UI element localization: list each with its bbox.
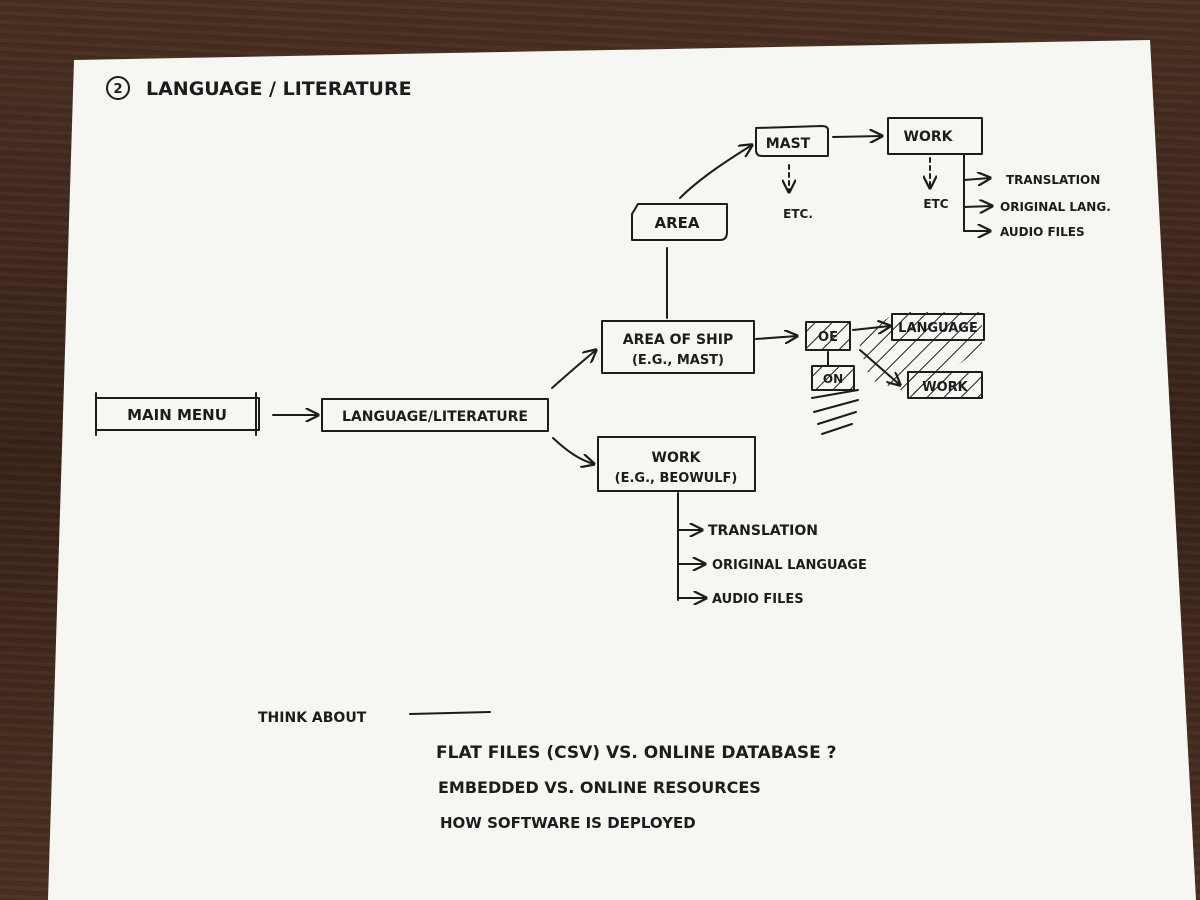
notes-heading: THINK ABOUT	[258, 710, 367, 726]
work-hatched-label: WORK	[922, 380, 968, 395]
language-literature-label: LANGUAGE/LITERATURE	[342, 409, 528, 425]
oe-label: OE	[818, 330, 838, 345]
arrow-mast-to-work	[832, 136, 882, 137]
top-work-child-original-lang: ORIGINAL LANG.	[1000, 200, 1111, 214]
arrow-top-work-translation	[963, 178, 990, 180]
area-box	[631, 203, 728, 241]
language-hatched-label: LANGUAGE	[898, 321, 978, 336]
oe-box	[805, 321, 851, 351]
top-work-label: WORK	[904, 129, 954, 145]
arrow-top-work-original-lang	[963, 206, 992, 207]
note-flat-files: FLAT FILES (CSV) VS. ONLINE DATABASE ?	[436, 743, 837, 763]
heading-title: LANGUAGE / LITERATURE	[146, 78, 412, 100]
main-menu-label: MAIN MENU	[127, 406, 227, 424]
mast-box	[755, 125, 829, 157]
on-box	[811, 365, 855, 391]
work-hatched-box	[907, 371, 983, 399]
mast-label: MAST	[766, 136, 811, 152]
note-embedded: EMBEDDED VS. ONLINE RESOURCES	[438, 778, 761, 797]
crossed-out-branch: OE ON LANGUAGE WORK	[805, 312, 985, 435]
arrow-area-of-ship-to-oe	[755, 336, 797, 339]
area-of-ship-label: AREA OF SHIP	[623, 332, 734, 348]
paper-sheet	[48, 40, 1196, 900]
arrow-area-to-mast	[679, 145, 752, 199]
on-label: ON	[823, 372, 843, 386]
top-work-etc-label: ETC	[923, 197, 948, 211]
heading-number-circle	[106, 76, 130, 100]
language-hatched-box	[891, 313, 985, 341]
work-label: WORK	[652, 450, 702, 466]
top-work-child-audio-files: AUDIO FILES	[1000, 225, 1085, 239]
arrow-language-to-area-of-ship	[551, 350, 596, 389]
top-work-box	[887, 117, 983, 155]
notes-heading-rule	[409, 711, 491, 715]
area-label: AREA	[654, 214, 699, 232]
work-child-translation: TRANSLATION	[708, 523, 818, 539]
work-child-original-language: ORIGINAL LANGUAGE	[712, 558, 867, 573]
heading-number: 2	[113, 82, 122, 97]
top-work-child-translation: TRANSLATION	[1006, 173, 1100, 187]
mast-etc-label: ETC.	[783, 207, 813, 221]
hatch-region	[858, 312, 982, 396]
note-deployment: HOW SOFTWARE IS DEPLOYED	[440, 814, 696, 832]
language-literature-box	[321, 398, 549, 432]
crossed-out-scribble	[811, 389, 859, 435]
work-box	[597, 436, 756, 492]
area-of-ship-example: (E.G., MAST)	[632, 353, 724, 368]
arrow-language-to-work	[552, 437, 594, 464]
work-child-audio-files: AUDIO FILES	[712, 592, 804, 607]
work-example: (E.G., BEOWULF)	[615, 471, 738, 486]
area-of-ship-box	[601, 320, 755, 374]
